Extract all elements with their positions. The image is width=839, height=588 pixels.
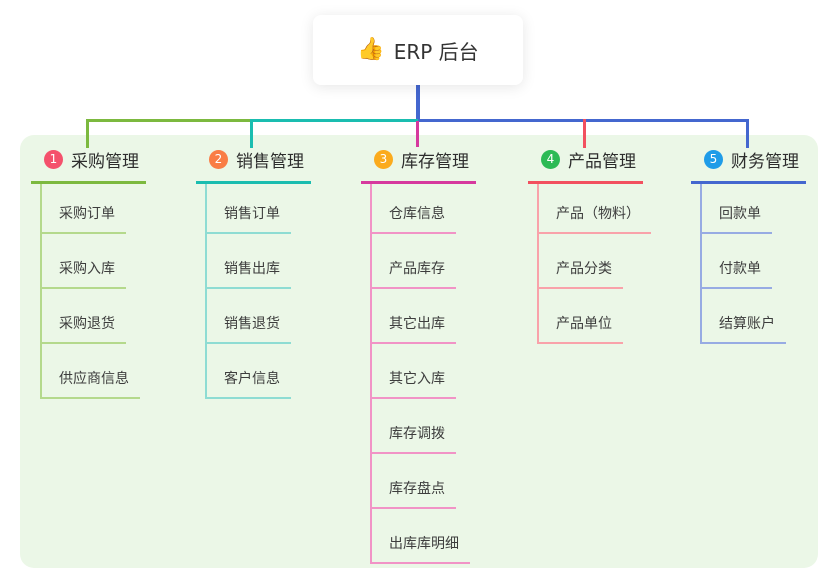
branch-product: 4 产品管理 产品（物料） 产品分类 产品单位 bbox=[528, 147, 651, 344]
connector-drop-inventory bbox=[416, 121, 419, 147]
child-node[interactable]: 仓库信息 bbox=[372, 184, 456, 234]
branch-product-node[interactable]: 4 产品管理 bbox=[528, 147, 643, 184]
child-node[interactable]: 出库库明细 bbox=[372, 509, 470, 564]
child-node[interactable]: 回款单 bbox=[702, 184, 772, 234]
child-node[interactable]: 其它出库 bbox=[372, 289, 456, 344]
branch-title: 销售管理 bbox=[236, 152, 304, 172]
child-node[interactable]: 供应商信息 bbox=[42, 344, 140, 399]
branch-sales-children: 销售订单 销售出库 销售退货 客户信息 bbox=[205, 184, 311, 399]
thumbs-up-icon: 👍 bbox=[357, 37, 385, 62]
child-node[interactable]: 结算账户 bbox=[702, 289, 786, 344]
connector-left-teal bbox=[250, 119, 418, 122]
child-node[interactable]: 产品单位 bbox=[539, 289, 623, 344]
branch-purchase: 1 采购管理 采购订单 采购入库 采购退货 供应商信息 bbox=[31, 147, 146, 399]
child-node[interactable]: 产品库存 bbox=[372, 234, 456, 289]
branch-number-badge: 1 bbox=[44, 150, 63, 169]
branches-group-background bbox=[20, 135, 818, 568]
branch-purchase-children: 采购订单 采购入库 采购退货 供应商信息 bbox=[40, 184, 146, 399]
branch-number-badge: 5 bbox=[704, 150, 723, 169]
branch-inventory-node[interactable]: 3 库存管理 bbox=[361, 147, 476, 184]
branch-finance-node[interactable]: 5 财务管理 bbox=[691, 147, 806, 184]
child-node[interactable]: 产品分类 bbox=[539, 234, 623, 289]
branch-number-badge: 3 bbox=[374, 150, 393, 169]
branch-finance: 5 财务管理 回款单 付款单 结算账户 bbox=[691, 147, 806, 344]
connector-drop-purchase bbox=[86, 119, 89, 148]
connector-drop-product bbox=[583, 119, 586, 148]
branch-sales-node[interactable]: 2 销售管理 bbox=[196, 147, 311, 184]
child-node[interactable]: 库存盘点 bbox=[372, 454, 456, 509]
branch-title: 产品管理 bbox=[568, 152, 636, 172]
root-node[interactable]: 👍 ERP 后台 bbox=[313, 15, 523, 85]
connector-root-stem bbox=[416, 85, 420, 121]
branch-purchase-node[interactable]: 1 采购管理 bbox=[31, 147, 146, 184]
branch-finance-children: 回款单 付款单 结算账户 bbox=[700, 184, 806, 344]
branch-title: 采购管理 bbox=[71, 152, 139, 172]
child-node[interactable]: 产品（物料） bbox=[539, 184, 651, 234]
branch-title: 财务管理 bbox=[731, 152, 799, 172]
child-node[interactable]: 其它入库 bbox=[372, 344, 456, 399]
branch-inventory-children: 仓库信息 产品库存 其它出库 其它入库 库存调拨 库存盘点 出库库明细 bbox=[370, 184, 476, 564]
child-node[interactable]: 采购退货 bbox=[42, 289, 126, 344]
branch-number-badge: 2 bbox=[209, 150, 228, 169]
branch-inventory: 3 库存管理 仓库信息 产品库存 其它出库 其它入库 库存调拨 库存盘点 出库库… bbox=[361, 147, 476, 564]
branch-sales: 2 销售管理 销售订单 销售出库 销售退货 客户信息 bbox=[196, 147, 311, 399]
child-node[interactable]: 库存调拨 bbox=[372, 399, 456, 454]
branch-number-badge: 4 bbox=[541, 150, 560, 169]
child-node[interactable]: 付款单 bbox=[702, 234, 772, 289]
child-node[interactable]: 销售退货 bbox=[207, 289, 291, 344]
branch-title: 库存管理 bbox=[401, 152, 469, 172]
child-node[interactable]: 销售订单 bbox=[207, 184, 291, 234]
child-node[interactable]: 采购入库 bbox=[42, 234, 126, 289]
branch-product-children: 产品（物料） 产品分类 产品单位 bbox=[537, 184, 651, 344]
child-node[interactable]: 销售出库 bbox=[207, 234, 291, 289]
child-node[interactable]: 采购订单 bbox=[42, 184, 126, 234]
root-node-label: ERP 后台 bbox=[393, 39, 479, 64]
child-node[interactable]: 客户信息 bbox=[207, 344, 291, 399]
connector-drop-finance bbox=[746, 119, 749, 148]
connector-drop-sales bbox=[250, 119, 253, 148]
